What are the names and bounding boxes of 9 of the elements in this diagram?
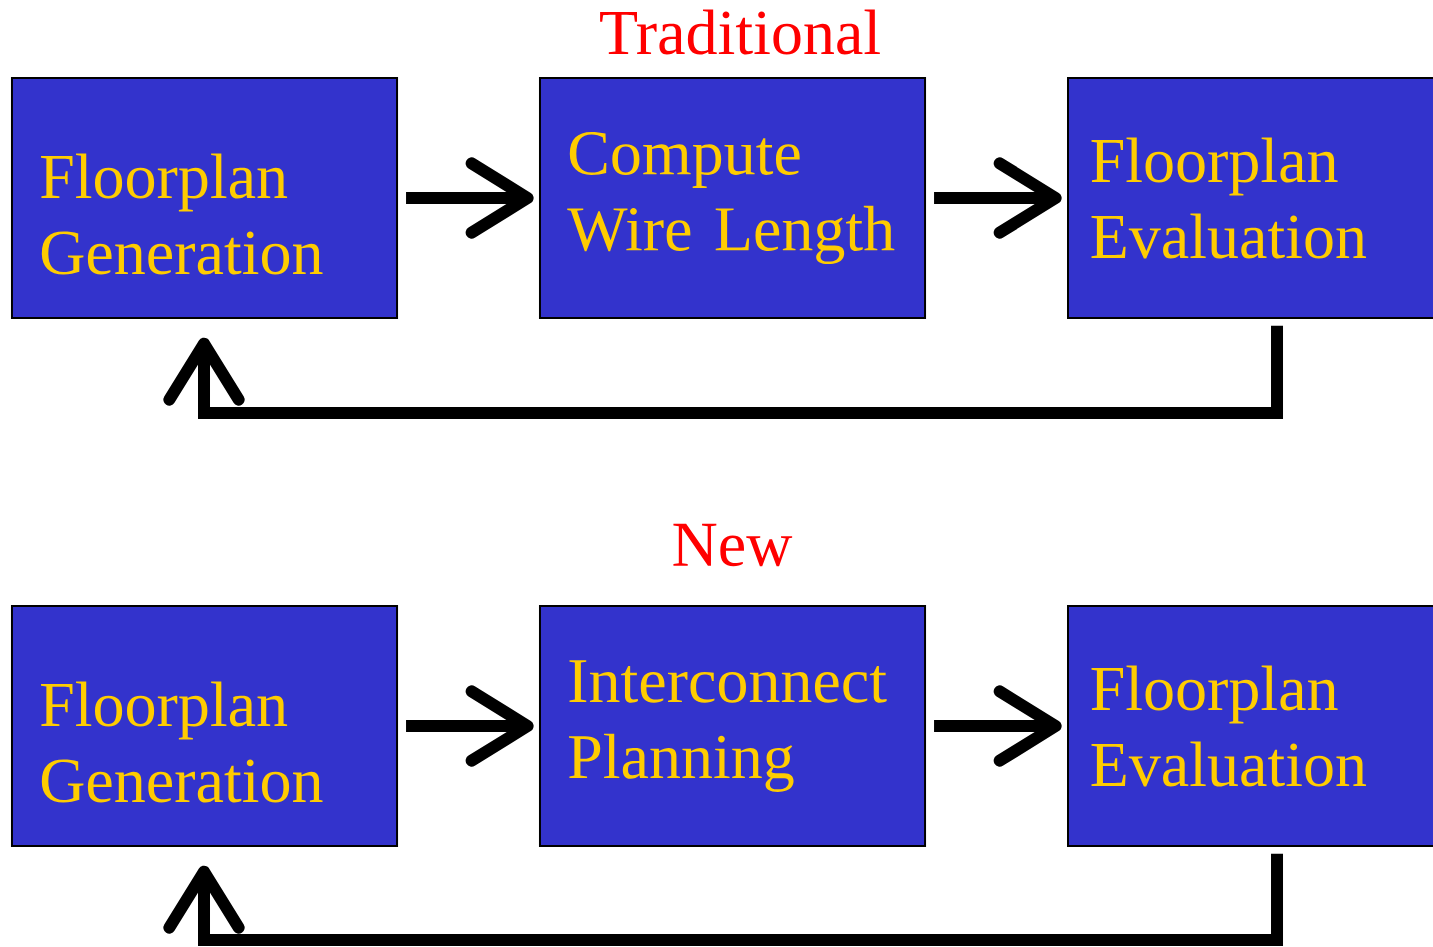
heading: Traditional: [600, 9, 880, 55]
process-box: Floorplan Evaluation: [1067, 605, 1433, 847]
process-box: Floorplan Generation: [10, 605, 399, 847]
process-box: Compute Wire Length: [539, 77, 927, 319]
feedback-arrow: [163, 325, 1283, 419]
feedback-arrow: [163, 853, 1283, 946]
process-box: Interconnect Planning: [539, 605, 927, 847]
process-box: Floorplan Generation: [10, 77, 399, 319]
process-box: Floorplan Evaluation: [1067, 77, 1433, 319]
